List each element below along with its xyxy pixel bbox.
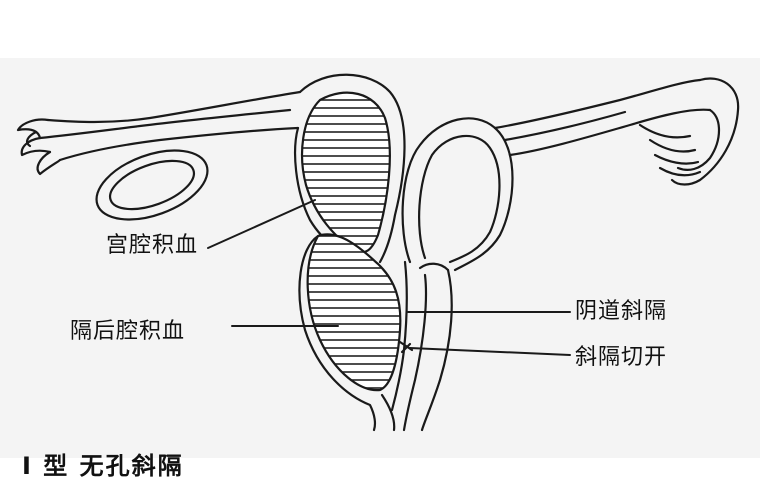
left-ovary <box>95 149 209 221</box>
label-uterine-hematoma: 宫腔积血 <box>106 233 199 258</box>
left-fimbriae <box>16 118 62 176</box>
incision-mark <box>398 340 414 354</box>
left-fallopian-tube <box>38 90 302 162</box>
left-vaginal-wall <box>298 234 377 432</box>
label-vaginal-oblique-septum: 阴道斜隔 <box>575 299 668 324</box>
label-septum-incision: 斜隔切开 <box>575 345 668 370</box>
leader-lines <box>207 199 571 356</box>
diagram-canvas: 宫腔积血 隔后腔积血 阴道斜隔 斜隔切开 I 型 无孔斜隔 <box>0 58 760 480</box>
post-septum-cavity-hematoma <box>306 233 402 392</box>
anatomy-diagram <box>16 73 740 432</box>
bottom-caption: I 型 无孔斜隔 <box>22 452 184 480</box>
right-vagina <box>402 268 453 432</box>
right-uterus <box>401 117 514 272</box>
uterine-cavity-hematoma <box>300 91 391 254</box>
label-post-septum-hematoma: 隔后腔积血 <box>70 319 186 344</box>
right-fallopian-tube <box>493 78 712 157</box>
right-fimbriae <box>638 77 740 186</box>
